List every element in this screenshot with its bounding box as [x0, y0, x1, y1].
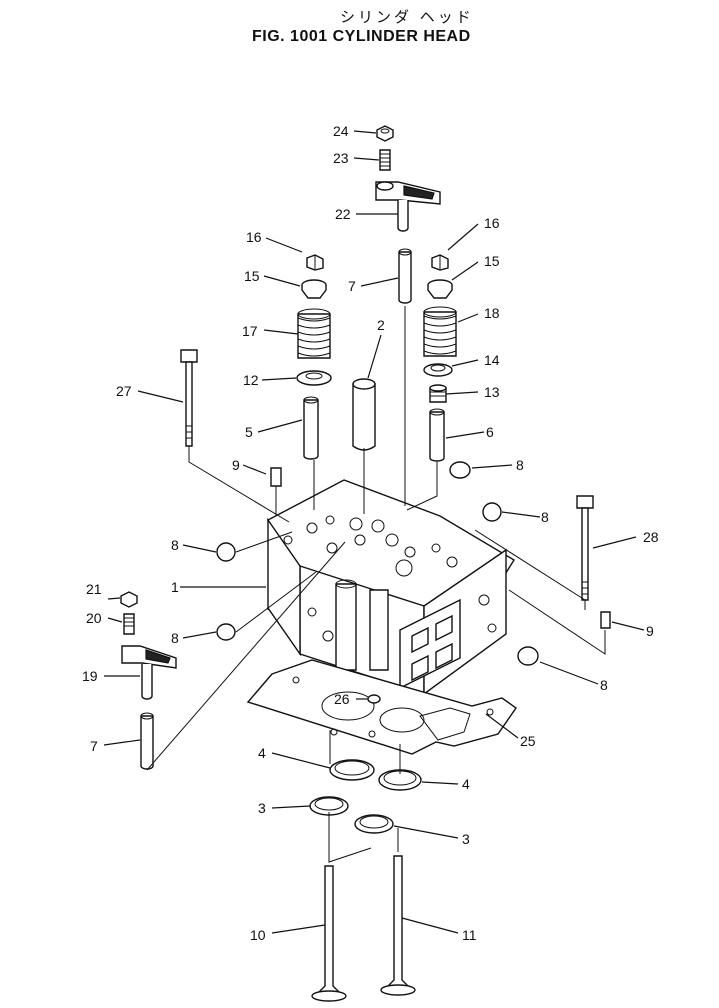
label-8-b: 8	[541, 509, 549, 525]
label-16-right: 16	[484, 215, 500, 231]
label-8-a: 8	[516, 457, 524, 473]
label-4-right: 4	[462, 776, 470, 792]
part-8-plug-e	[517, 646, 539, 666]
part-4-seat-right	[378, 769, 422, 791]
title-japanese: シリンダ ヘッド	[340, 8, 474, 26]
label-13: 13	[484, 384, 500, 400]
part-8-plug-a	[449, 461, 471, 479]
label-11: 11	[462, 927, 477, 943]
label-16-left: 16	[246, 229, 262, 245]
part-21-nut	[120, 591, 138, 608]
label-3-left: 3	[258, 800, 266, 816]
part-27-head-bolt	[180, 349, 198, 447]
label-21: 21	[86, 581, 102, 597]
label-25: 25	[520, 733, 536, 749]
label-3-right: 3	[462, 831, 470, 847]
part-14-spring-seat	[423, 363, 453, 377]
label-9-b: 9	[646, 623, 654, 639]
part-18-valve-spring	[423, 306, 457, 357]
part-12-spring-seat	[296, 370, 332, 386]
label-2: 2	[377, 317, 385, 333]
label-1: 1	[171, 579, 179, 595]
part-11-valve	[380, 855, 416, 996]
label-19: 19	[82, 668, 98, 684]
label-15-right: 15	[484, 253, 500, 269]
part-20-screw	[123, 613, 135, 635]
part-26-ring	[367, 694, 381, 704]
part-7-push-rod-lower	[140, 712, 154, 770]
label-14: 14	[484, 352, 500, 368]
label-28: 28	[643, 529, 659, 545]
label-7-lower: 7	[90, 738, 98, 754]
part-3-insert-right	[354, 814, 394, 834]
part-5-valve-guide	[303, 396, 319, 460]
part-17-valve-spring	[297, 308, 331, 359]
label-24: 24	[333, 123, 349, 139]
label-17: 17	[242, 323, 258, 339]
part-28-head-bolt	[576, 495, 594, 601]
part-25-gasket	[246, 659, 517, 755]
part-15-retainer-left	[301, 279, 327, 299]
part-24-nut	[376, 125, 394, 142]
label-18: 18	[484, 305, 500, 321]
cylinder-head-body	[267, 479, 515, 696]
part-9-dowel-pin-b	[600, 611, 611, 629]
part-10-valve	[311, 865, 347, 1002]
part-8-plug-d	[216, 623, 236, 641]
leader-lines	[103, 130, 645, 934]
label-15-left: 15	[244, 268, 260, 284]
label-8-e: 8	[600, 677, 608, 693]
part-23-screw	[379, 149, 391, 171]
part-22-rocker-arm	[375, 181, 441, 232]
part-6-valve-guide	[429, 408, 445, 462]
part-13-stem-seal	[429, 384, 447, 403]
part-2-sleeve	[352, 378, 376, 451]
part-19-rocker-arm	[121, 645, 177, 700]
label-4-left: 4	[258, 745, 266, 761]
label-26: 26	[334, 691, 350, 707]
label-20: 20	[86, 610, 102, 626]
label-22: 22	[335, 206, 351, 222]
label-27: 27	[116, 383, 132, 399]
label-8-d: 8	[171, 630, 179, 646]
part-4-seat-left	[329, 759, 375, 781]
part-9-dowel-pin-a	[270, 467, 282, 487]
label-9-a: 9	[232, 457, 240, 473]
label-8-c: 8	[171, 537, 179, 553]
part-7-push-rod-upper	[398, 248, 412, 304]
figure-title: FIG. 1001 CYLINDER HEAD	[252, 28, 471, 45]
part-8-plug-b	[482, 502, 502, 522]
part-number-labels: 24 23 22 16 16 15 15 7 17 18 2 12 14 13 …	[82, 123, 659, 943]
part-15-retainer-right	[427, 279, 453, 299]
label-7-upper: 7	[348, 278, 356, 294]
assembly-lines	[146, 306, 606, 863]
label-6: 6	[486, 424, 494, 440]
part-16-collet-left	[306, 254, 324, 271]
part-8-plug-c	[216, 542, 236, 562]
label-10: 10	[250, 927, 266, 943]
part-16-collet-right	[431, 254, 449, 271]
label-12: 12	[243, 372, 259, 388]
label-23: 23	[333, 150, 349, 166]
label-5: 5	[245, 424, 253, 440]
